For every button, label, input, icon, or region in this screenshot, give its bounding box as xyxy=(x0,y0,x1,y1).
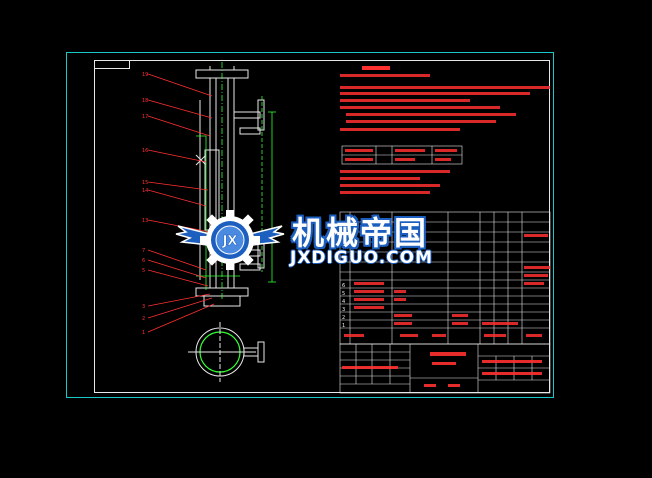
svg-text:4: 4 xyxy=(342,299,345,305)
svg-text:2: 2 xyxy=(342,315,345,321)
part-balloon-labels: 19 18 17 16 15 14 13 7 6 5 3 2 1 xyxy=(142,72,148,336)
plan-view xyxy=(188,322,265,382)
svg-text:6: 6 xyxy=(342,283,345,289)
logo-gear-icon xyxy=(200,210,260,270)
balloon-2: 2 xyxy=(142,316,145,322)
parts-list-row-numbers: 3 2 1 4 5 6 xyxy=(342,283,345,329)
balloon-6: 6 xyxy=(142,258,145,264)
watermark-title: 机械帝国 xyxy=(292,214,429,252)
balloon-16: 16 xyxy=(142,148,148,154)
balloon-17: 17 xyxy=(142,114,148,120)
balloon-14: 14 xyxy=(142,188,148,194)
balloon-3: 3 xyxy=(142,304,145,310)
balloon-19: 19 xyxy=(142,72,148,78)
svg-text:3: 3 xyxy=(342,307,345,313)
svg-text:5: 5 xyxy=(342,291,345,297)
balloon-15: 15 xyxy=(142,180,148,186)
drawing-sheet-border xyxy=(94,60,550,393)
balloon-7: 7 xyxy=(142,248,145,254)
drawing-sheet-outer-frame xyxy=(66,52,554,398)
svg-text:1: 1 xyxy=(342,323,345,329)
drawing-number-box xyxy=(94,60,130,69)
logo-badge-letters: JX xyxy=(222,234,238,249)
technical-requirements xyxy=(340,66,550,194)
balloon-18: 18 xyxy=(142,98,148,104)
parts-list-entries xyxy=(344,234,550,337)
balloon-5: 5 xyxy=(142,268,145,274)
balloon-1: 1 xyxy=(142,330,145,336)
balloon-13: 13 xyxy=(142,218,148,224)
watermark-subtitle: JXDIGUO.COM xyxy=(290,248,434,268)
title-block-text xyxy=(342,352,542,387)
